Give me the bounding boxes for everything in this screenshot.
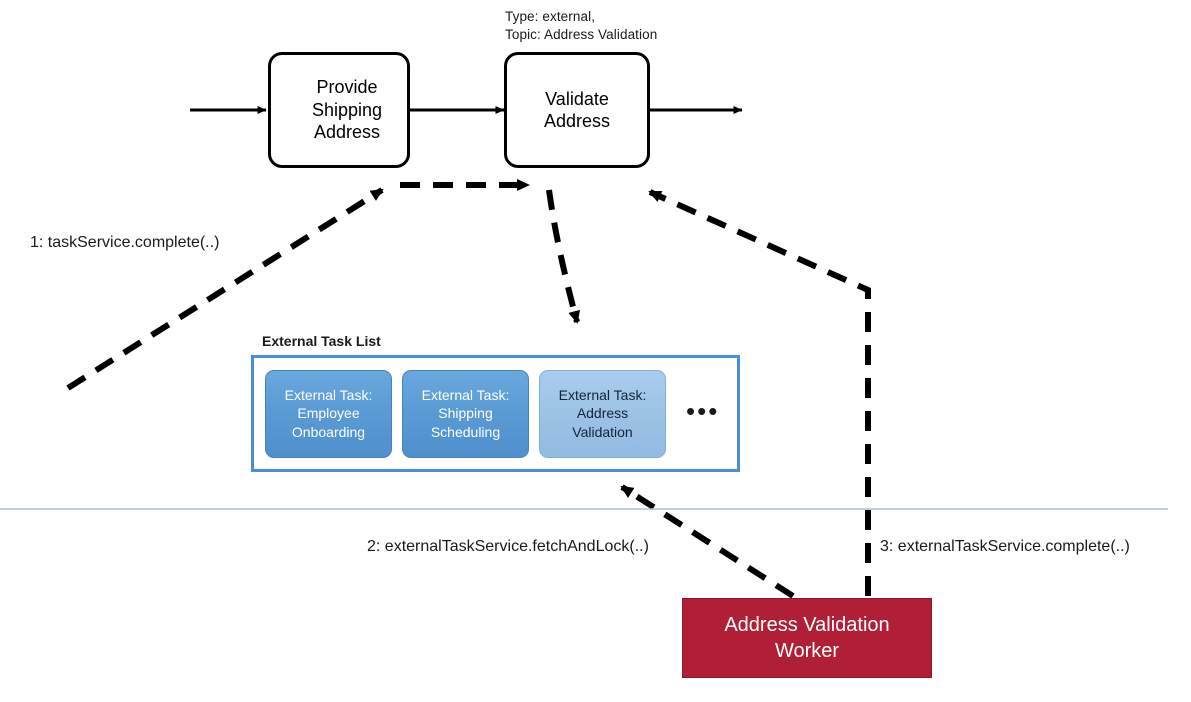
external-task-card-label: External Task: Employee Onboarding bbox=[284, 387, 373, 440]
flow-label-task-service-complete: 1: taskService.complete(..) bbox=[30, 234, 220, 251]
external-task-card-label: External Task: Address Validation bbox=[558, 387, 647, 440]
external-task-card-address-validation[interactable]: External Task: Address Validation bbox=[539, 369, 666, 458]
task-validate-address[interactable]: Validate Address bbox=[504, 52, 650, 168]
task-provide-shipping-address-label: Provide Shipping Address bbox=[311, 77, 383, 143]
flow-label-fetch-and-lock: 2: externalTaskService.fetchAndLock(..) bbox=[367, 538, 649, 555]
external-task-card-employee-onboarding[interactable]: External Task: Employee Onboarding bbox=[265, 369, 392, 458]
external-task-card-label: External Task: Shipping Scheduling bbox=[421, 387, 510, 440]
external-task-list-title: External Task List bbox=[262, 333, 381, 349]
external-task-card-shipping-scheduling[interactable]: External Task: Shipping Scheduling bbox=[402, 369, 529, 458]
flow-label-external-task-complete: 3: externalTaskService.complete(..) bbox=[880, 538, 1130, 555]
external-task-list-ellipsis: ••• bbox=[686, 395, 720, 426]
arrow-create-external-task bbox=[546, 189, 581, 324]
task-provide-shipping-address[interactable]: Provide Shipping Address bbox=[268, 52, 410, 168]
address-validation-worker-label: Address Validation Worker bbox=[724, 614, 890, 662]
arrow-task-service-complete bbox=[66, 187, 384, 391]
arrow-external-task-complete bbox=[648, 189, 871, 596]
external-task-list: External Task: Employee Onboarding Exter… bbox=[251, 355, 740, 472]
service-task-annotation: Type: external, Topic: Address Validatio… bbox=[505, 9, 658, 43]
arrow-fetch-and-lock bbox=[620, 484, 795, 599]
task-validate-address-label: Validate Address bbox=[543, 88, 611, 132]
address-validation-worker[interactable]: Address Validation Worker bbox=[682, 598, 932, 678]
